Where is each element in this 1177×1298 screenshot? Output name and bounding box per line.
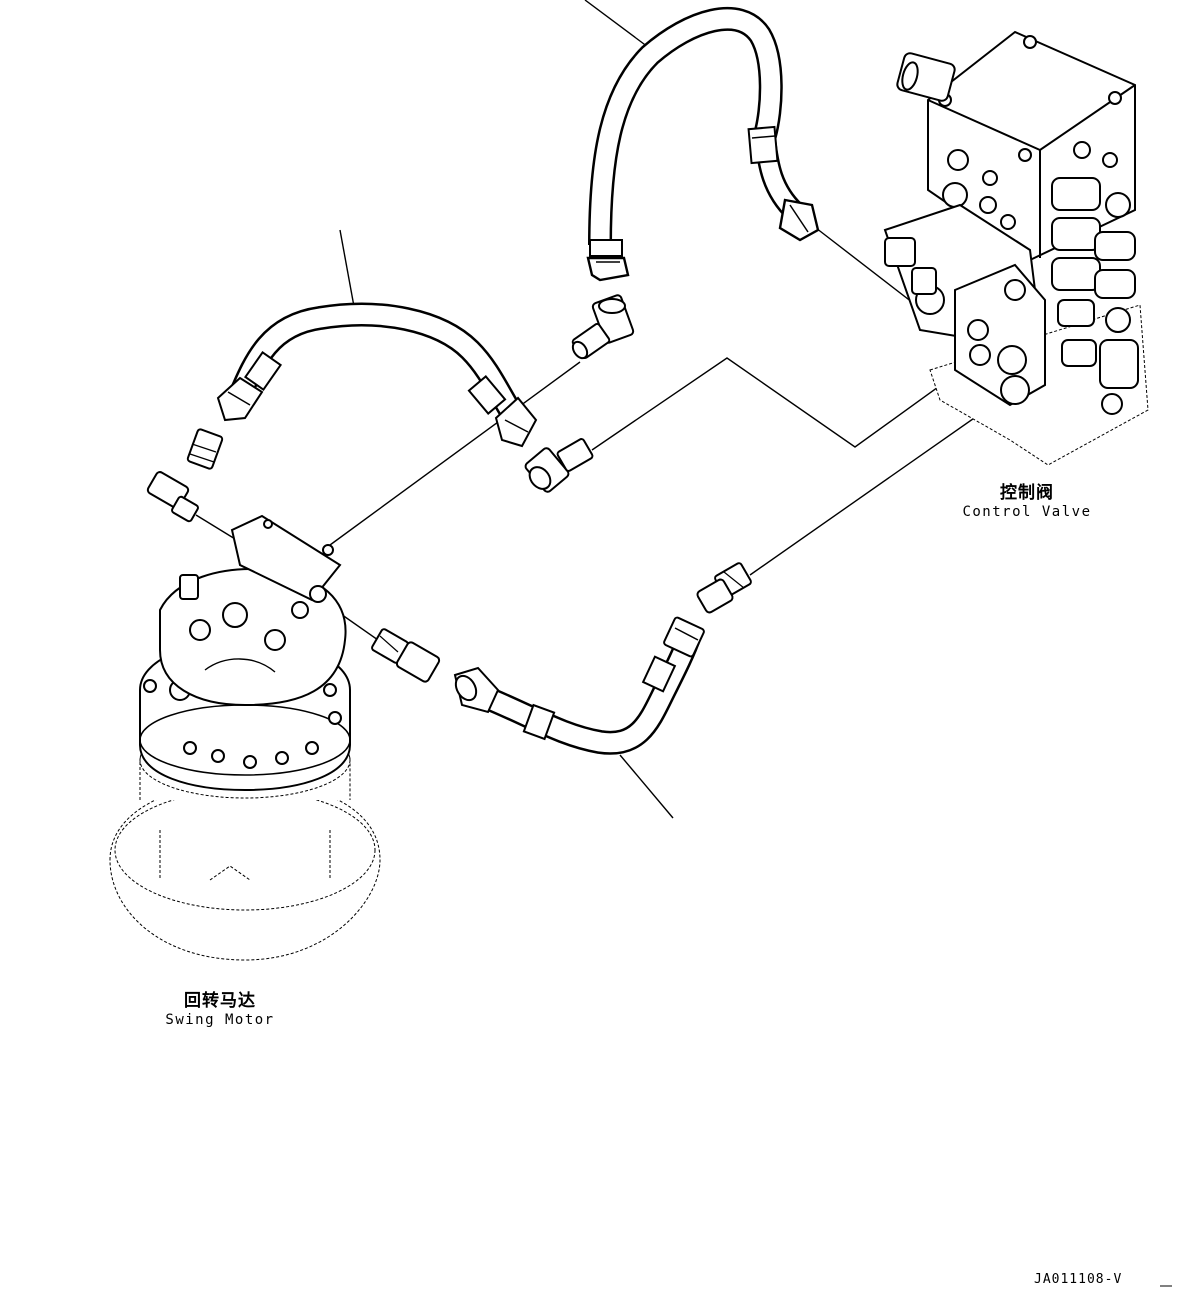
- left-hose: [216, 302, 538, 448]
- upper-hose: [586, 7, 820, 282]
- control-valve-label: 控制阀 Control Valve: [952, 483, 1102, 520]
- swing-motor: [109, 514, 381, 961]
- leader-line-upper-hose: [584, 0, 653, 51]
- leader-lines: [195, 0, 1011, 819]
- swing-motor-label: 回转马达 Swing Motor: [150, 991, 290, 1028]
- elbow-fitting-middle: [524, 438, 594, 493]
- center-line-elbow-to-valve: [591, 357, 971, 451]
- drawing-code: JA011108-V: [1034, 1272, 1123, 1287]
- adapters-lower: [371, 562, 752, 683]
- center-line-left-fitting: [195, 514, 241, 543]
- swing-motor-label-en: Swing Motor: [165, 1011, 275, 1028]
- left-connectors: [146, 428, 224, 523]
- swing-motor-label-cn: 回转马达: [184, 991, 256, 1011]
- leader-line-left-hose: [339, 229, 356, 313]
- lower-hose: [453, 616, 705, 755]
- leader-line-lower-hose: [619, 754, 674, 819]
- swing-motor-body: [139, 514, 351, 792]
- center-line-elbow-to-motor: [329, 361, 581, 546]
- center-line-adapter-to-valve: [749, 392, 1011, 576]
- control-valve-label-en: Control Valve: [962, 503, 1092, 520]
- elbow-fitting-upper: [571, 294, 635, 360]
- control-valve-label-cn: 控制阀: [1000, 483, 1054, 503]
- control-valve: [883, 30, 1149, 466]
